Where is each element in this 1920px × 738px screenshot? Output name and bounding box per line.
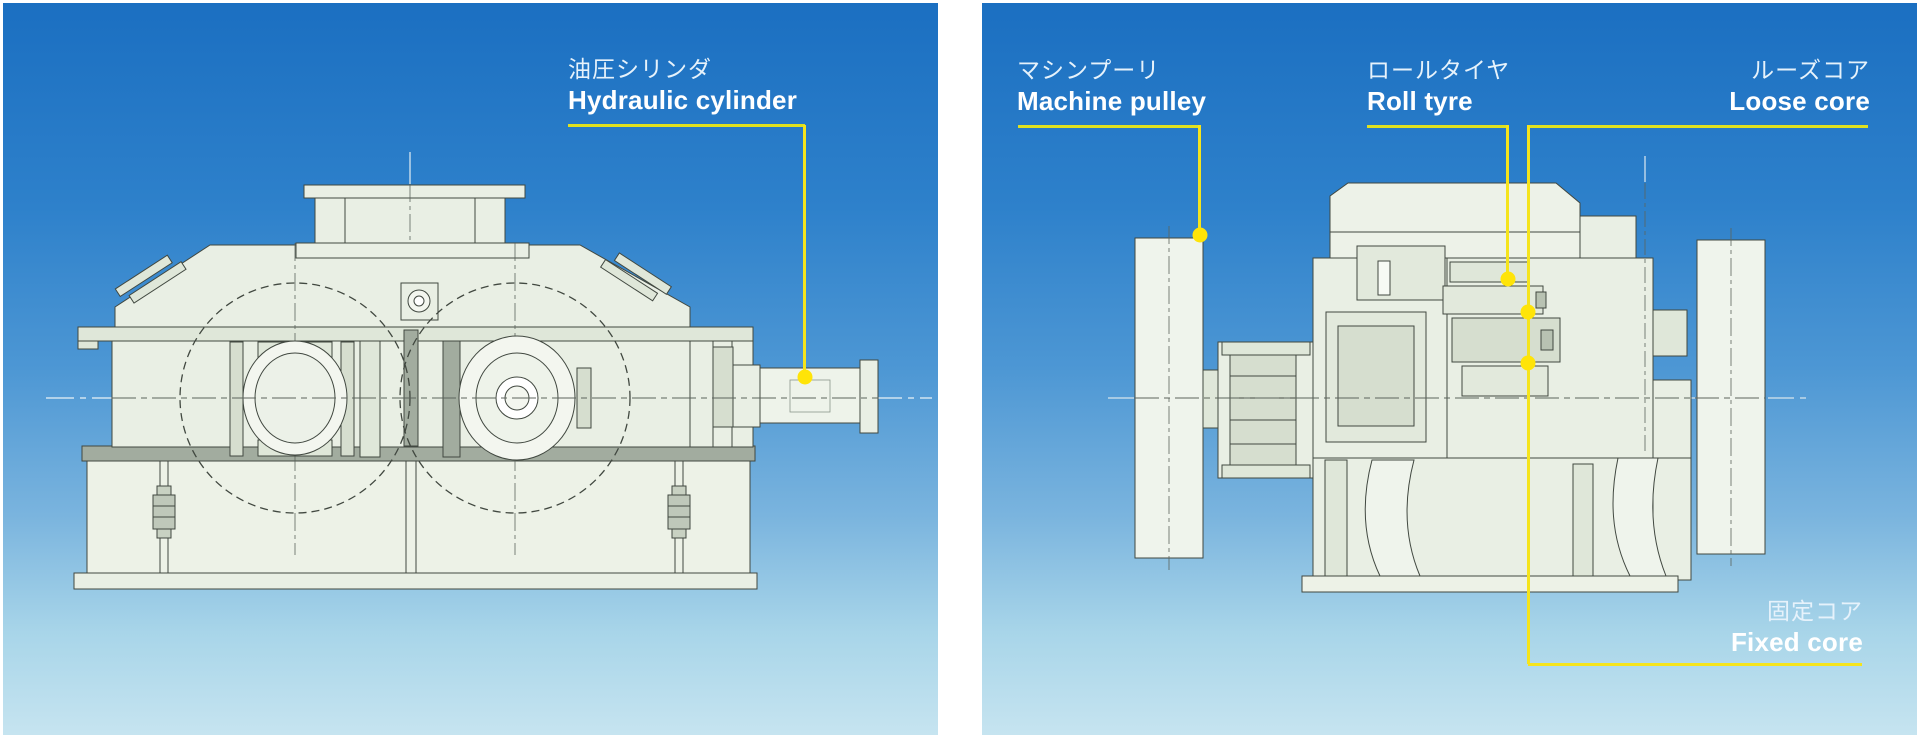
tie-rod-right	[667, 461, 691, 573]
fixed-side-plate	[1696, 228, 1766, 566]
label-machine-pulley-en: Machine pulley	[1017, 86, 1207, 116]
bearing-block	[1217, 341, 1315, 479]
machine-end-view-drawing	[1108, 156, 1806, 593]
lifting-lug-right	[599, 252, 673, 302]
hydraulic-cylinder-assembly	[712, 341, 879, 447]
callout-fixed-core: 固定コア Fixed core	[1731, 596, 1863, 658]
label-loose-core-en: Loose core	[1729, 86, 1870, 116]
label-hydraulic-cylinder-en: Hydraulic cylinder	[568, 85, 798, 115]
base-pedestal	[73, 460, 758, 590]
label-fixed-core-en: Fixed core	[1730, 627, 1863, 657]
feed-hopper	[295, 184, 530, 259]
callout-roll-tyre: ロールタイヤ Roll tyre	[1367, 55, 1510, 117]
callout-hydraulic-cylinder: 油圧シリンダ Hydraulic cylinder	[568, 54, 797, 116]
base-plate	[1301, 575, 1679, 593]
label-fixed-core-jp: 固定コア	[1767, 598, 1863, 624]
callout-machine-pulley: マシンプーリ Machine pulley	[1017, 55, 1206, 117]
label-roll-tyre-en: Roll tyre	[1367, 86, 1473, 116]
label-machine-pulley-jp: マシンプーリ	[1017, 57, 1161, 83]
callout-loose-core: ルーズコア Loose core	[1729, 55, 1870, 117]
label-loose-core-jp: ルーズコア	[1751, 57, 1870, 83]
label-roll-tyre-jp: ロールタイヤ	[1367, 57, 1511, 83]
label-hydraulic-cylinder-jp: 油圧シリンダ	[568, 56, 712, 82]
adjusting-block	[400, 282, 439, 447]
panel-side-view	[3, 3, 938, 735]
frame-bottom-rail	[81, 445, 756, 462]
roll-tyre-core-steps	[1442, 261, 1561, 397]
lifting-lug-left	[114, 254, 187, 304]
tie-rod-left	[152, 461, 176, 573]
machine-side-view-drawing	[46, 152, 932, 590]
